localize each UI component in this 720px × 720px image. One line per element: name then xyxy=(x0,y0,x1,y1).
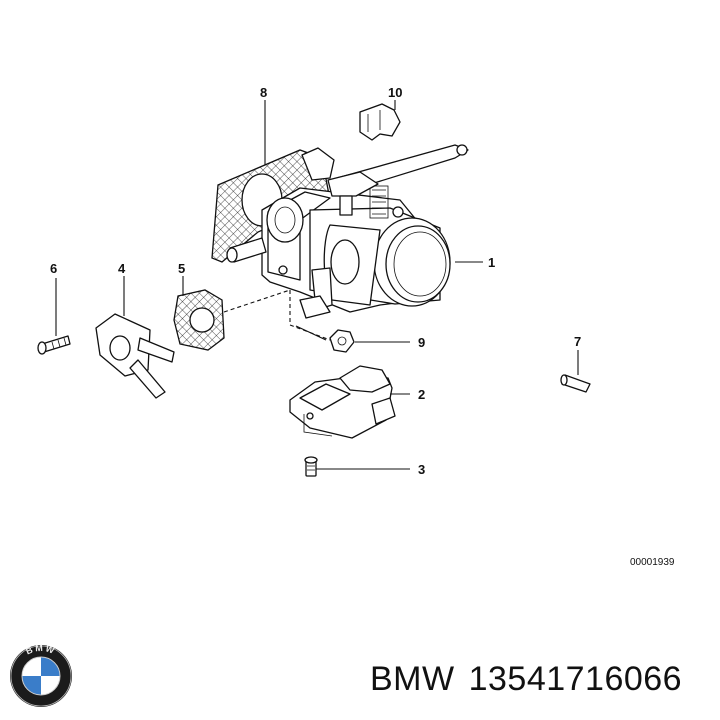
clip-part-10 xyxy=(359,103,401,141)
flange-gasket-part-5 xyxy=(173,289,225,351)
pin-part-7 xyxy=(560,374,591,393)
callout-2: 2 xyxy=(418,387,425,402)
callout-5: 5 xyxy=(178,261,185,276)
callout-1: 1 xyxy=(488,255,495,270)
throttle-lever xyxy=(301,144,469,216)
bolt-part-6 xyxy=(37,335,71,355)
callout-3: 3 xyxy=(418,462,425,477)
part-label: BMW 13541716066 xyxy=(370,660,696,699)
sensor-part-2 xyxy=(289,365,396,439)
return-spring xyxy=(369,185,389,219)
callout-4: 4 xyxy=(118,261,126,276)
throttle-body-part-1 xyxy=(226,185,451,319)
drawing-code: 00001939 xyxy=(630,557,675,568)
callout-10: 10 xyxy=(388,85,402,100)
bracket-part-4 xyxy=(95,313,175,399)
nut-part-9 xyxy=(329,329,355,353)
brand-name: BMW xyxy=(370,660,455,698)
part-number: 13541716066 xyxy=(468,660,683,698)
callout-6: 6 xyxy=(50,261,57,276)
bmw-logo-icon: BMW xyxy=(10,643,72,707)
callout-8: 8 xyxy=(260,85,267,100)
callout-7: 7 xyxy=(574,334,581,349)
leader-lines xyxy=(55,100,579,470)
callout-9: 9 xyxy=(418,335,425,350)
svg-text:BMW: BMW xyxy=(24,643,57,657)
screw-part-3 xyxy=(304,456,318,477)
